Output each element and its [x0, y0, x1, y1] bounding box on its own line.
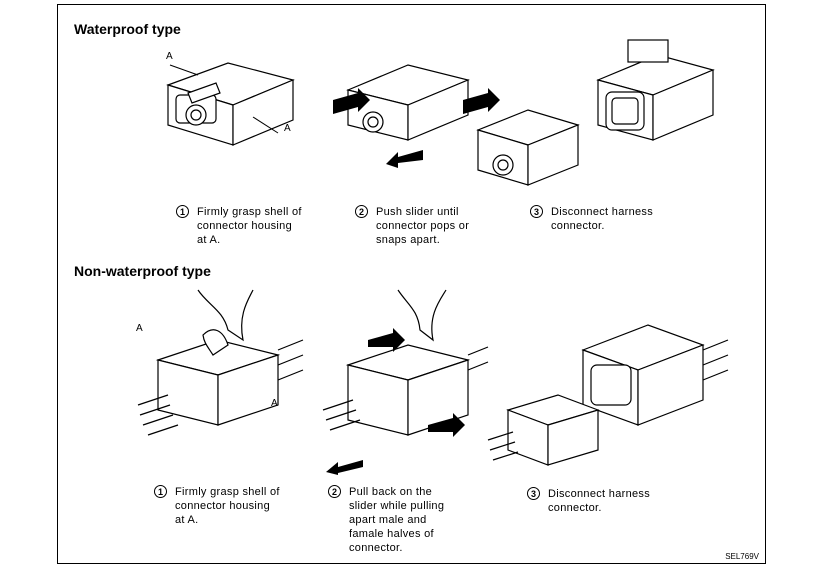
step-text: Pull back on the slider while pulling ap… — [349, 486, 445, 554]
step-number-badge: 1 — [154, 485, 167, 498]
label-a-side: A — [271, 398, 278, 409]
step-text: Firmly grasp shell of connector housing … — [175, 486, 280, 526]
step-text: Firmly grasp shell of connector housing … — [197, 206, 302, 246]
step-text: Disconnect harness connector. — [548, 488, 651, 514]
label-a-top: A — [136, 323, 143, 334]
waterproof-harness-connector-illustration — [596, 39, 715, 141]
waterproof-connector-grasp-illustration — [166, 62, 295, 146]
waterproof-step-2: 2 Push slider until connector pops or sn… — [355, 205, 469, 247]
figure-frame: Waterproof type A A — [57, 4, 766, 564]
non-waterproof-harness-connector-illustration — [487, 324, 729, 466]
step-text: Disconnect harness connector. — [551, 206, 654, 232]
non-waterproof-connector-grasp-illustration — [137, 289, 304, 436]
non-waterproof-step-1: 1 Firmly grasp shell of connector housin… — [154, 485, 280, 527]
waterproof-step-1: 1 Firmly grasp shell of connector housin… — [176, 205, 302, 247]
step-number-badge: 3 — [530, 205, 543, 218]
non-waterproof-step-3: 3 Disconnect harness connector. — [527, 487, 650, 515]
waterproof-connector-separated-illustration — [476, 109, 580, 186]
waterproof-section-title: Waterproof type — [74, 21, 181, 37]
label-a-side: A — [284, 123, 291, 134]
waterproof-step-3: 3 Disconnect harness connector. — [530, 205, 653, 233]
non-waterproof-connector-pull-slider-illustration — [322, 289, 489, 475]
non-waterproof-step-2: 2 Pull back on the slider while pulling … — [328, 485, 444, 555]
step-number-badge: 3 — [527, 487, 540, 500]
step-number-badge: 2 — [355, 205, 368, 218]
figure-code: SEL769V — [725, 552, 759, 561]
waterproof-connector-push-slider-illustration — [333, 64, 500, 168]
label-a-top: A — [166, 51, 173, 62]
step-text: Push slider until connector pops or snap… — [376, 206, 470, 246]
step-number-badge: 1 — [176, 205, 189, 218]
non-waterproof-section-title: Non-waterproof type — [74, 263, 211, 279]
step-number-badge: 2 — [328, 485, 341, 498]
